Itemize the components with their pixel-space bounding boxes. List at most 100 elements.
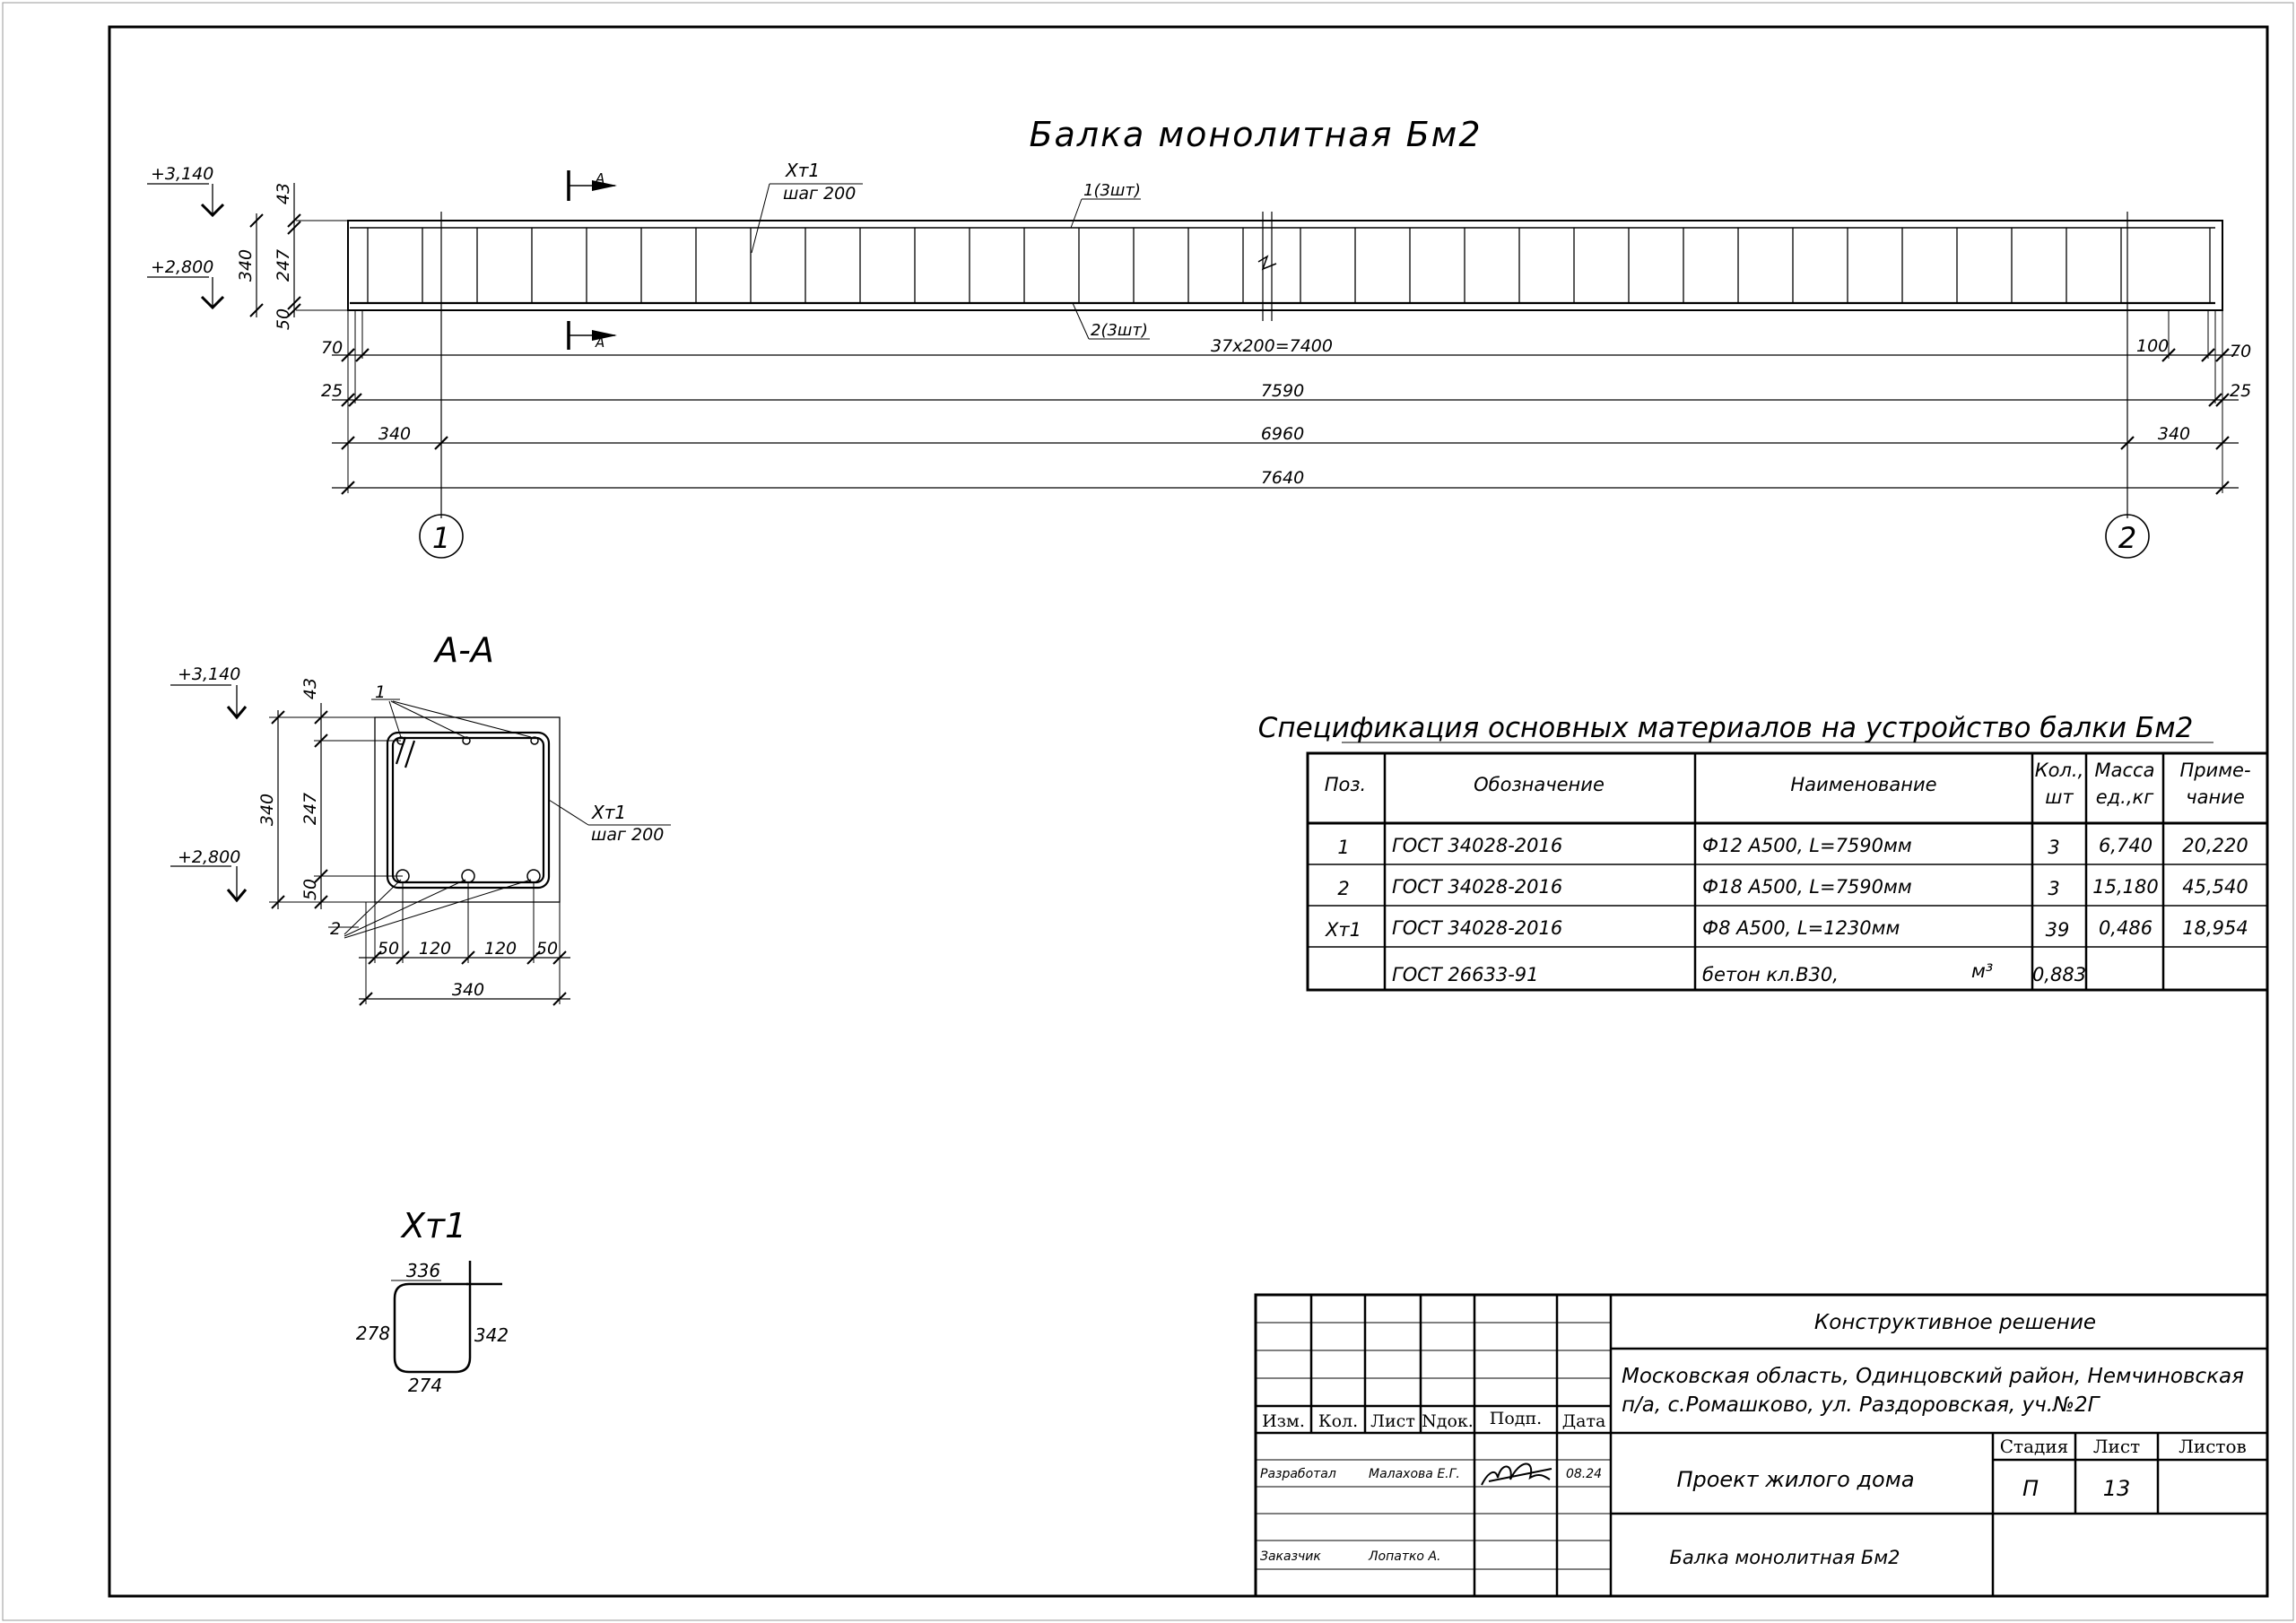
stamp-h-ndok: Nдок. [1422,1411,1474,1431]
stamp-h-sheet: Лист [2093,1436,2140,1457]
spec-cell-qty: 3 [2048,878,2059,899]
dim-row2-left: 25 [321,381,343,401]
stamp-h-data: Дата [1562,1411,1606,1431]
dim-row1-right-a: 100 [2136,336,2169,356]
spec-cell-pos: 1 [1337,837,1349,858]
spec-row-3: Хт1 ГОСТ 34028-2016 Ф8 А500, L=1230мм 39… [1325,917,2248,941]
beam-elev-bottom: +2,800 [151,257,213,277]
signature-icon [1481,1462,1552,1486]
spec-cell-note: 45,540 [2182,876,2248,898]
stamp-drawing: Балка монолитная Бм2 [1669,1547,1900,1568]
beam-bar2-label: 2(3шт) [1091,321,1148,340]
section-dim-43: 43 [300,678,320,699]
section-mark-bottom: А [595,334,604,351]
stamp-stage: П [2022,1476,2039,1501]
dim-row1-left: 70 [321,338,343,358]
spec-header-mass-1: Масса [2095,759,2155,781]
stamp-h-stage: Стадия [2000,1436,2069,1457]
stamp-h-sheets: Листов [2179,1436,2247,1457]
spec-header-pos: Поз. [1325,774,1366,795]
stamp-address-1: Московская область, Одинцовский район, Н… [1622,1365,2244,1388]
section-xm1-label: Хт1 [591,802,626,823]
spec-cell-pos: Хт1 [1325,919,1361,941]
beam-bar1-label: 1(3шт) [1083,181,1141,200]
spec-row-1: 1 ГОСТ 34028-2016 Ф12 А500, L=7590мм 3 6… [1337,835,2248,858]
spec-header-qty-1: Кол., [2035,759,2084,781]
spec-cell-note: 20,220 [2182,835,2248,856]
stirrup-title: Хт1 [400,1206,466,1245]
beam-elev-top: +3,140 [151,164,213,184]
spec-cell-mass: 15,180 [2092,876,2158,898]
spec-cell-unit: м³ [1971,960,1993,982]
beam-xm1-step: шаг 200 [783,184,856,204]
spec-row-4: ГОСТ 26633-91 бетон кл.В30, м³ 0,883 [1392,960,2086,985]
spec-header-note-2: чание [2186,786,2245,808]
spec-cell-designation: ГОСТ 34028-2016 [1392,917,1562,939]
spec-cell-name: бетон кл.В30, [1702,964,1839,985]
spec-cell-mass: 0,486 [2099,917,2152,939]
title-block: Изм. Кол. Лист Nдок. Подп. Дата Разработ… [1254,1293,2269,1598]
beam-dim-50: 50 [274,308,293,330]
dim-row1-right-b: 70 [2230,342,2251,361]
beam-dim-340: 340 [236,249,256,282]
stamp-h-list: Лист [1370,1411,1415,1431]
section-mark-top: А [595,170,604,187]
axis-2-label: 2 [2118,521,2136,555]
spec-cell-qty: 0,883 [2032,964,2086,985]
spec-header-name: Наименование [1790,774,1936,795]
dim-row2-mid: 7590 [1261,381,1304,401]
section-dim-50: 50 [300,879,320,900]
section-dim-b3: 120 [484,939,517,959]
stamp-project: Проект жилого дома [1676,1467,1914,1492]
spec-cell-note: 18,954 [2182,917,2248,939]
stamp-role-1: Разработал [1260,1467,1336,1481]
spec-header-designation: Обозначение [1474,774,1605,795]
spec-header-note-1: Приме- [2179,759,2250,781]
spec-cell-designation: ГОСТ 34028-2016 [1392,876,1562,898]
spec-header-mass-2: ед.,кг [2096,786,2154,808]
section-elev-bottom: +2,800 [178,847,240,867]
section-dim-b1: 50 [378,939,399,959]
stirrup-dim-bottom: 274 [408,1375,442,1396]
spec-row-2: 2 ГОСТ 34028-2016 Ф18 А500, L=7590мм 3 1… [1337,876,2248,899]
dim-row3-right: 340 [2158,424,2190,444]
beam-xm1-label: Хт1 [785,160,820,181]
beam-elevation: Балка монолитная Бм2 +3,140 +2,800 340 [147,115,2251,559]
axis-1-label: 1 [432,521,450,555]
spec-cell-qty: 3 [2048,837,2059,858]
stamp-sheet: 13 [2103,1476,2131,1501]
spec-header-qty-2: шт [2045,786,2074,808]
dim-row4-mid: 7640 [1261,468,1304,488]
dim-row1-mid: 37х200=7400 [1211,336,1333,356]
section-elev-top: +3,140 [178,664,240,684]
stamp-address-2: п/а, с.Ромашково, ул. Раздоровская, уч.№… [1622,1393,2101,1417]
section-xm1-step: шаг 200 [591,825,664,845]
stamp-h-izm: Изм. [1262,1411,1305,1431]
stirrup-lines [367,228,2211,303]
spec-table: Спецификация основных материалов на устр… [1258,712,2269,992]
section-a-a: А-А +3,140 +2,800 [170,630,671,1006]
beam-dim-247: 247 [274,249,293,282]
spec-cell-name: Ф8 А500, L=1230мм [1702,917,1900,939]
stirrup-detail: Хт1 336 278 342 274 [356,1206,509,1396]
section-dim-b-total: 340 [452,980,484,1000]
stirrup-dim-right: 342 [474,1324,509,1346]
section-dim-247: 247 [300,793,320,825]
section-pos1: 1 [375,682,386,702]
section-dim-b4: 50 [536,939,558,959]
beam-dim-43: 43 [274,183,293,204]
stamp-person-1: Малахова Е.Г. [1369,1467,1460,1481]
stirrup-dim-left: 278 [356,1323,390,1344]
stamp-h-kol: Кол. [1318,1411,1358,1431]
spec-cell-qty: 39 [2046,919,2070,941]
section-title: А-А [432,630,494,670]
dim-row3-mid: 6960 [1261,424,1304,444]
section-pos2: 2 [330,919,341,939]
spec-cell-name: Ф12 А500, L=7590мм [1702,835,1912,856]
spec-cell-designation: ГОСТ 26633-91 [1392,964,1539,985]
spec-title: Спецификация основных материалов на устр… [1258,712,2194,744]
spec-cell-name: Ф18 А500, L=7590мм [1702,876,1912,898]
beam-title: Балка монолитная Бм2 [1029,115,1482,154]
stamp-date-1: 08.24 [1566,1467,1602,1481]
